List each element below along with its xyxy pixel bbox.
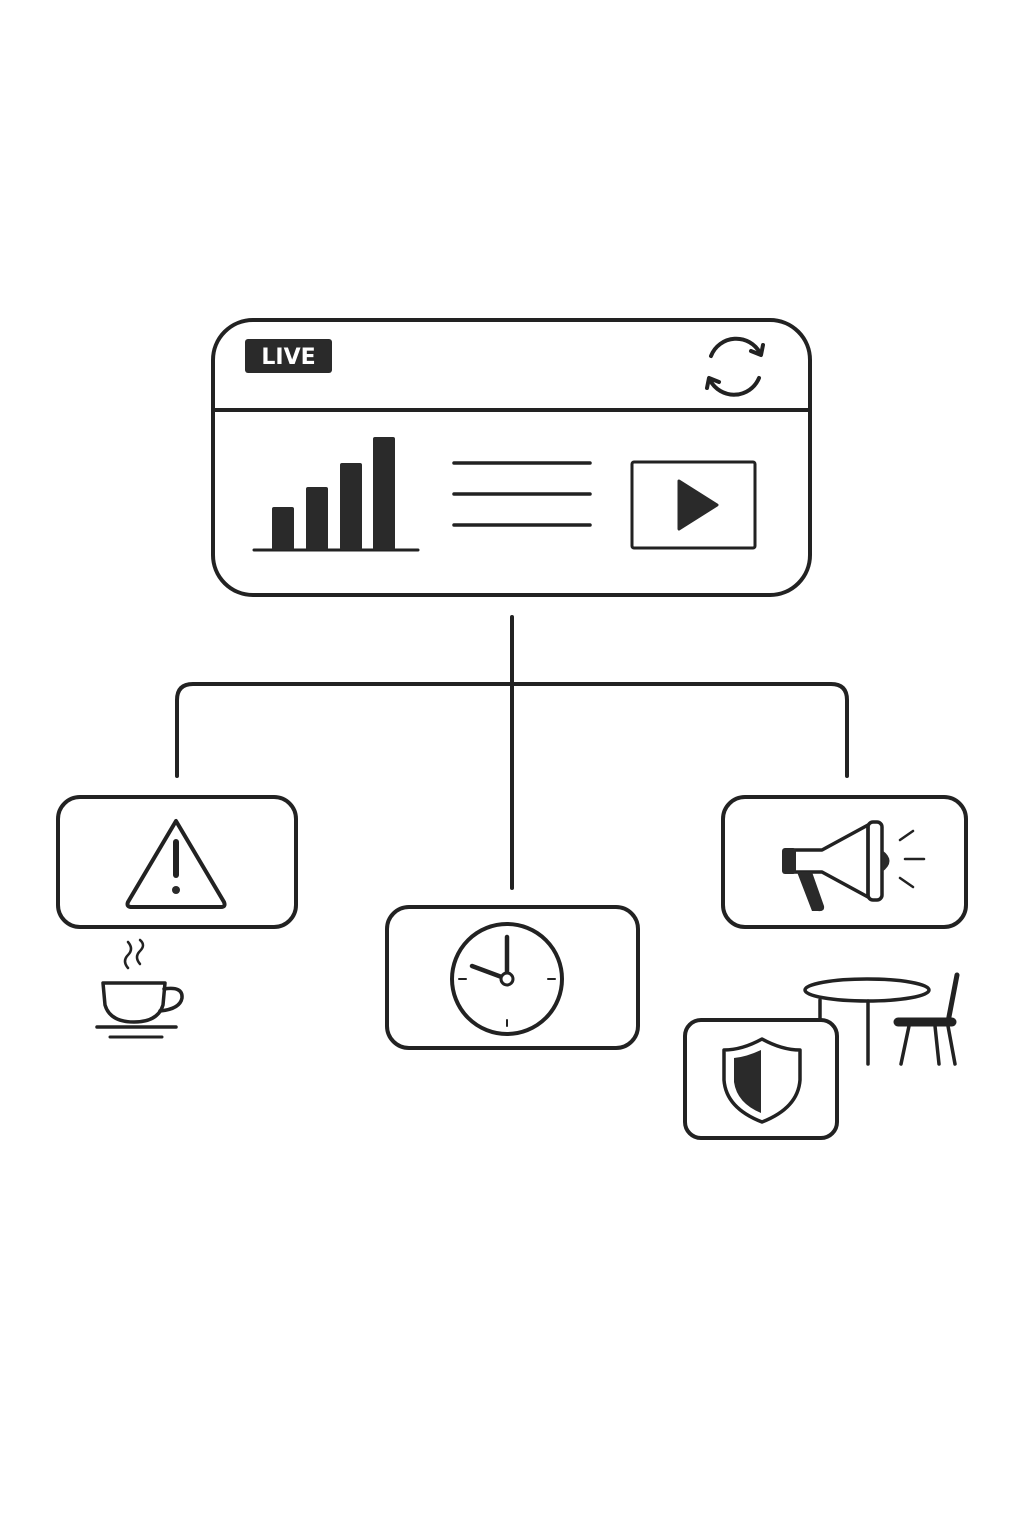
shield-node[interactable] (683, 1018, 839, 1140)
shield-icon (722, 1037, 802, 1124)
coffee-cup-icon (95, 938, 184, 1039)
warning-icon (125, 819, 227, 909)
clock-icon (450, 922, 564, 1036)
text-lines-icon (452, 461, 592, 527)
connector-lines (175, 615, 849, 890)
live-badge: LIVE (245, 339, 332, 373)
dashboard-card[interactable]: LIVE (211, 318, 812, 597)
bar-chart-icon (252, 437, 420, 552)
chair-icon (893, 972, 960, 1066)
video-play-icon[interactable] (630, 460, 757, 550)
clock-node[interactable] (385, 905, 640, 1050)
live-badge-label: LIVE (261, 345, 315, 370)
refresh-icon[interactable] (705, 336, 765, 397)
megaphone-icon (782, 820, 926, 912)
megaphone-node[interactable] (721, 795, 968, 929)
table-icon (803, 977, 931, 1066)
warning-node[interactable] (56, 795, 298, 929)
